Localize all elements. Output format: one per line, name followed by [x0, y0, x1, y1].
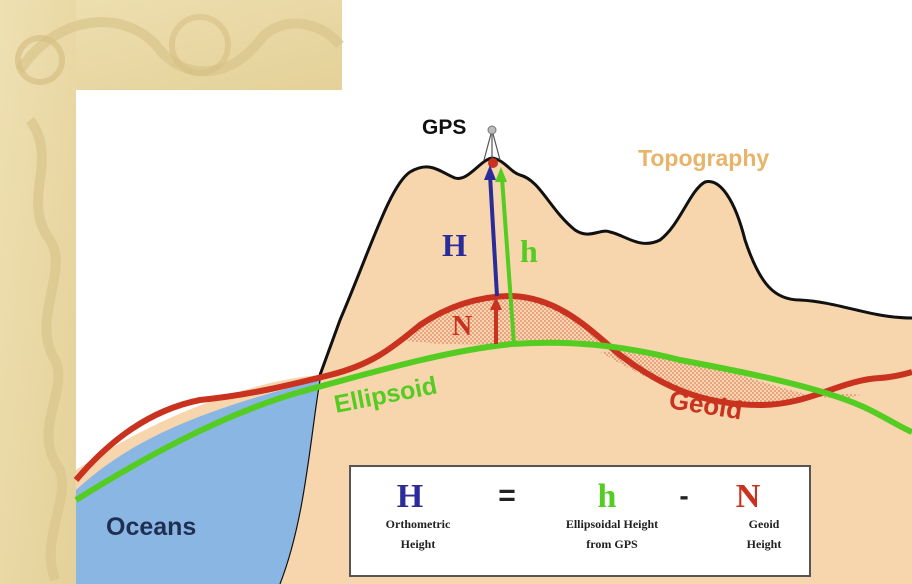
- legend-h-symbol: h: [598, 478, 617, 515]
- oceans-label: Oceans: [106, 513, 196, 541]
- legend-N-desc-line2: Height: [747, 537, 782, 551]
- legend-equals: =: [498, 479, 516, 512]
- legend-N-desc-line1: Geoid: [749, 517, 780, 531]
- H-label: H: [442, 227, 467, 263]
- legend-H-desc-line1: Orthometric: [386, 517, 451, 531]
- legend-H-desc-line2: Height: [401, 537, 436, 551]
- legend-box: H = h - N Orthometric Height Ellipsoidal…: [350, 466, 810, 576]
- legend-minus: -: [679, 480, 688, 511]
- gps-label: GPS: [422, 116, 466, 139]
- legend-h-desc-line1: Ellipsoidal Height: [566, 517, 658, 531]
- topography-label: Topography: [638, 145, 769, 171]
- legend-N-symbol: N: [736, 478, 761, 515]
- N-label: N: [452, 311, 472, 342]
- h-label: h: [520, 233, 538, 269]
- legend-h-desc-line2: from GPS: [586, 537, 638, 551]
- legend-H-symbol: H: [397, 478, 423, 515]
